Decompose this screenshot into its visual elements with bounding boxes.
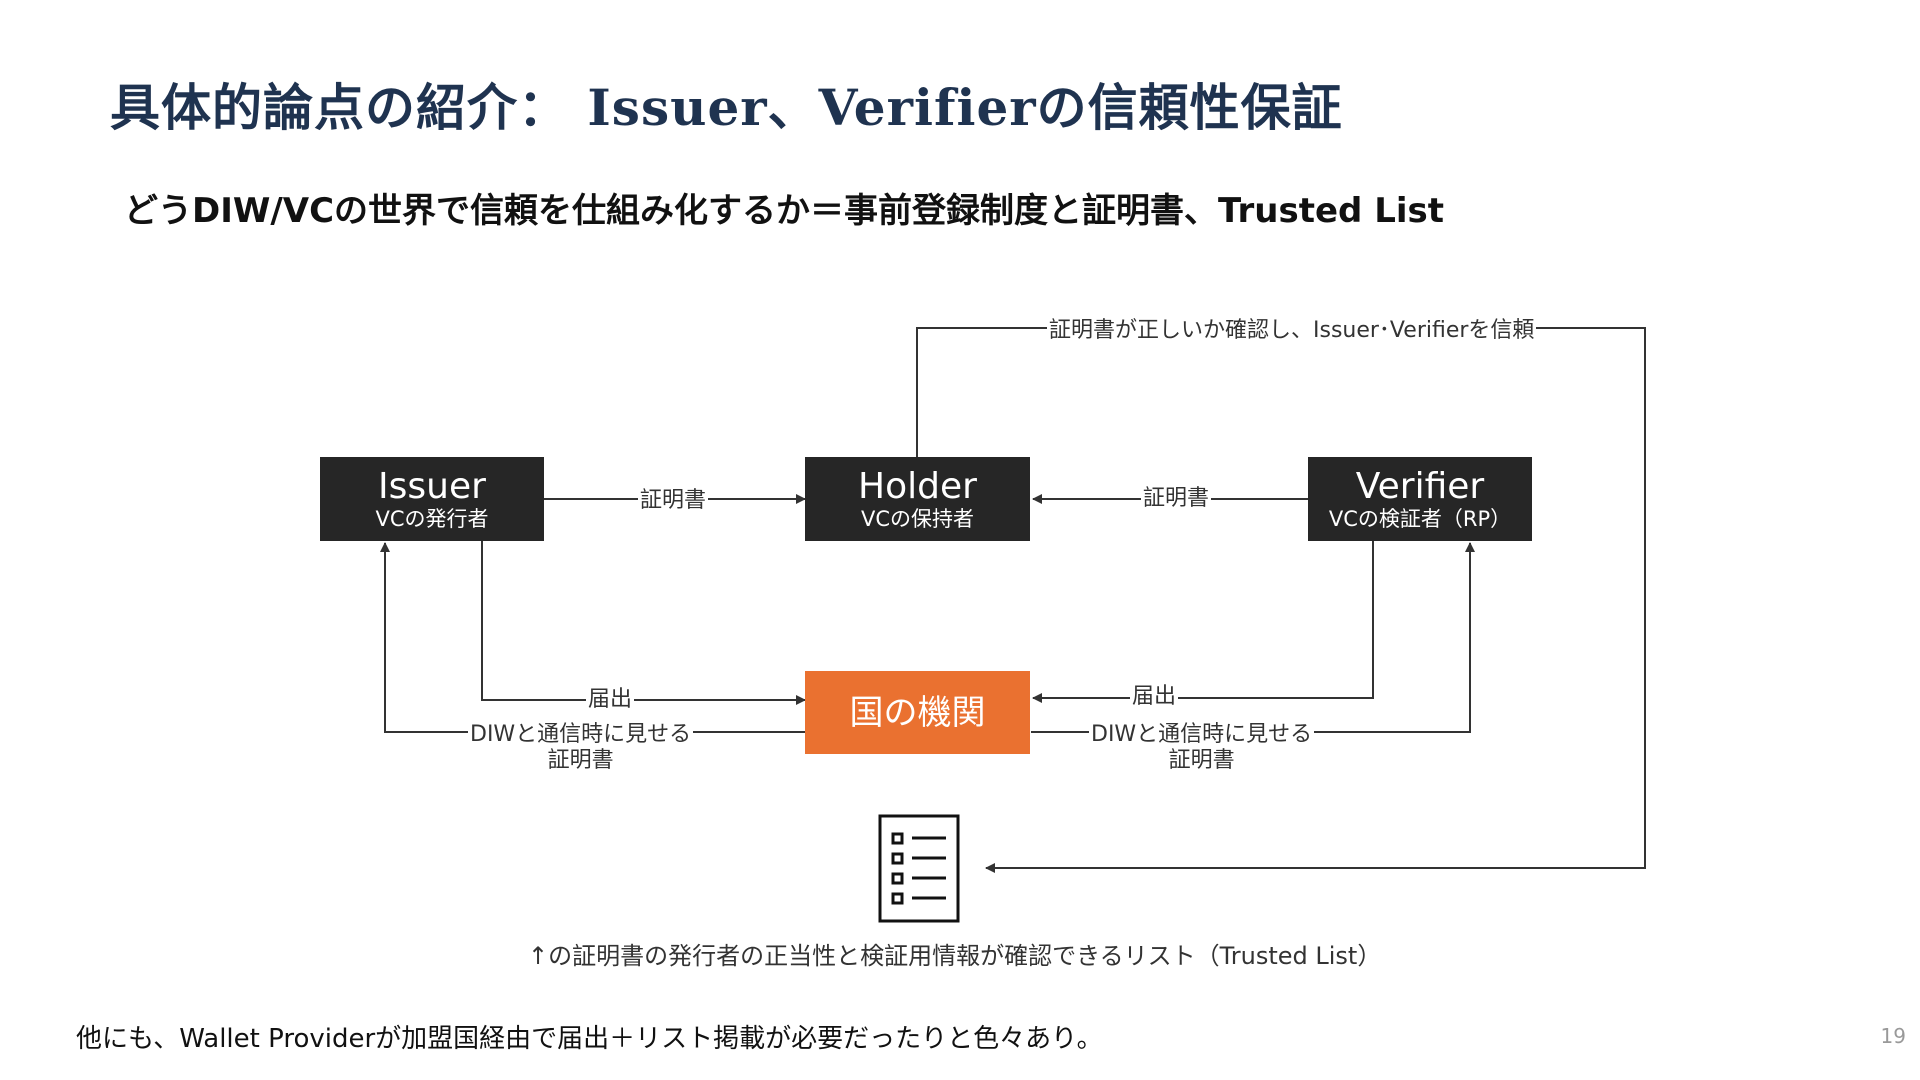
label-issuer-cert-line1: DIWと通信時に見せる [470,722,692,747]
label-issuer-holder: 証明書 [638,488,709,514]
issuer-node: Issuer VCの発行者 [320,457,544,541]
verifier-title: Verifier [1355,466,1485,507]
agency-title: 国の機関 [849,692,986,733]
agency-node: 国の機関 [805,671,1030,754]
label-verifier-notify: 届出 [1130,684,1179,710]
holder-node: Holder VCの保持者 [805,457,1030,541]
label-verifier-holder: 証明書 [1141,486,1212,512]
page-number: 19 [1880,1024,1906,1048]
checklist-icon [878,814,960,923]
slide-subtitle: どうDIW/VCの世界で信頼を仕組み化するか＝事前登録制度と証明書、Truste… [124,191,1445,231]
issuer-title: Issuer [378,466,486,507]
label-verifier-cert-line2: 証明書 [1168,748,1235,773]
arrow-agency-verifier [1031,542,1475,733]
verifier-subtitle: VCの検証者（RP） [1328,507,1512,531]
issuer-subtitle: VCの発行者 [375,507,489,531]
label-issuer-cert-line2: 証明書 [547,748,614,773]
verifier-node: Verifier VCの検証者（RP） [1308,457,1532,541]
arrow-holder-trustlist [916,327,1646,873]
label-issuer-notify: 届出 [586,687,635,713]
holder-subtitle: VCの保持者 [860,507,975,531]
label-verifier-cert-line1: DIWと通信時に見せる [1091,722,1313,747]
arrow-issuer-agency [481,541,806,705]
label-verifier-cert: DIWと通信時に見せる 証明書 [1089,722,1315,774]
footer-note: 他にも、Wallet Providerが加盟国経由で届出＋リスト掲載が必要だった… [76,1024,1103,1054]
arrow-verifier-agency [1032,541,1374,703]
slide-title: 具体的論点の紹介： Issuer、Verifierの信頼性保証 [110,78,1343,137]
label-top-trust: 証明書が正しいか確認し、Issuer･Verifierを信頼 [1047,318,1537,344]
holder-title: Holder [858,466,977,507]
trusted-list-caption: ↑の証明書の発行者の正当性と検証用情報が確認できるリスト（Trusted Lis… [528,942,1382,970]
label-issuer-cert: DIWと通信時に見せる 証明書 [468,722,694,774]
